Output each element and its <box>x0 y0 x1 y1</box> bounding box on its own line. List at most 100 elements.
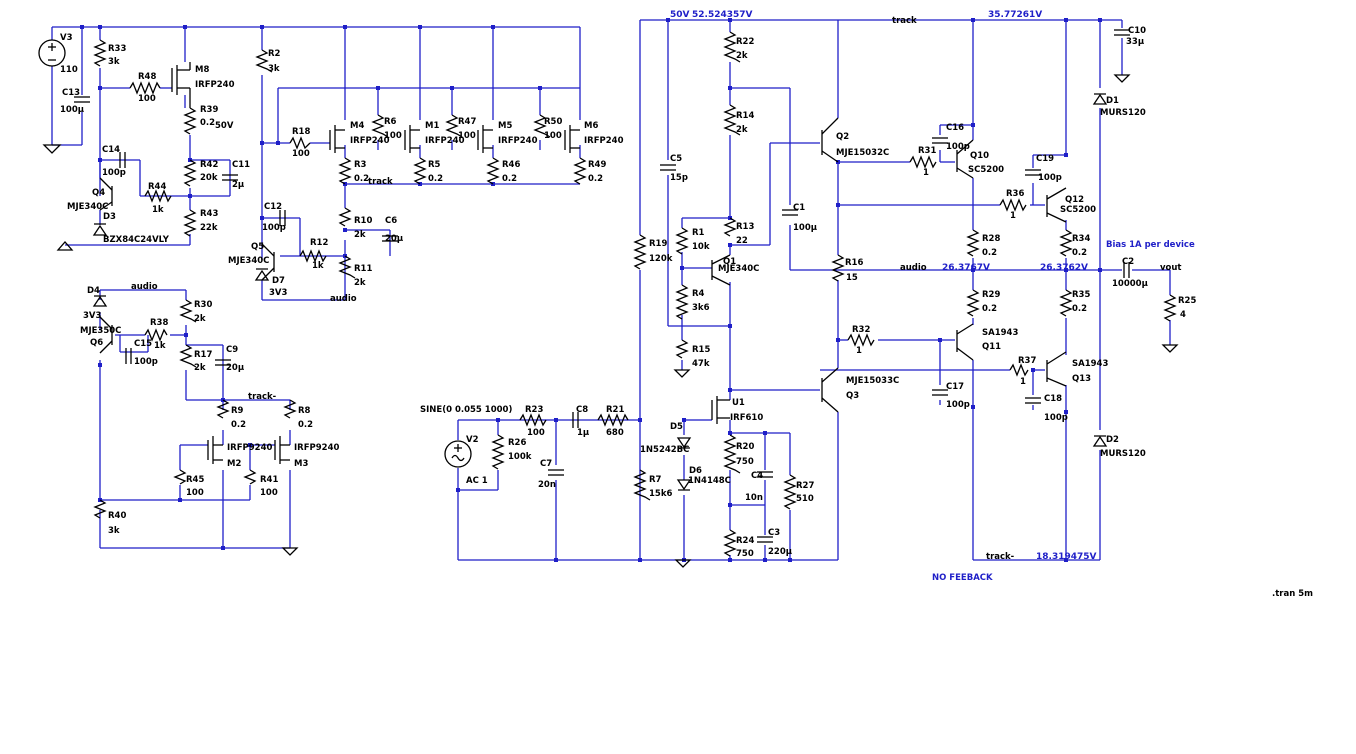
r7-value: 15k6 <box>649 489 672 499</box>
net-label-audio-d4: audio <box>131 282 158 292</box>
r48-value: 100 <box>138 94 156 104</box>
r30-ref: R30 <box>194 300 212 310</box>
c4-value: 10n <box>745 493 763 503</box>
r10-ref: R10 <box>354 216 372 226</box>
m3-ref: M3 <box>294 459 308 469</box>
d1-ref: D1 <box>1106 96 1119 106</box>
c17-value: 100p <box>946 400 970 410</box>
r39-value: 0.2 <box>200 118 215 128</box>
v3-value: 110 <box>60 65 78 75</box>
c1-ref: C1 <box>793 203 805 213</box>
c6-ref: C6 <box>385 216 397 226</box>
c4-ref: C4 <box>751 471 763 481</box>
c12-value: 100p <box>262 223 286 233</box>
r3-value: 0.2 <box>354 174 369 184</box>
q6-ref: Q6 <box>90 338 103 348</box>
r36-ref: R36 <box>1006 189 1024 199</box>
net-labels: 50V track audio audio track- track audio… <box>131 16 1182 562</box>
r17-ref: R17 <box>194 350 212 360</box>
m1-value: IRFP240 <box>425 136 465 146</box>
q11-ref: Q11 <box>982 342 1001 352</box>
d6-ref: D6 <box>689 466 702 476</box>
r24-value: 750 <box>736 549 754 559</box>
r38-value: 1k <box>154 341 166 351</box>
c5-value: 15p <box>670 173 688 183</box>
c7-value: 20n <box>538 480 556 490</box>
net-label-vout: vout <box>1160 263 1182 273</box>
d4-value: 3V3 <box>83 311 101 321</box>
component-labels: V3 110 R33 3k R48 100 M8 IRFP240 R39 0.2… <box>60 26 1196 559</box>
c9-ref: C9 <box>226 345 238 355</box>
r13-ref: R13 <box>736 222 754 232</box>
wires <box>51 19 1171 561</box>
r30-value: 2k <box>194 314 206 324</box>
r44-value: 1k <box>152 205 164 215</box>
r40-value: 3k <box>108 526 120 536</box>
probe-rail-pos-output: 35.77261V <box>988 10 1042 20</box>
component-symbols <box>38 29 1179 568</box>
r50-value: 100 <box>544 131 562 141</box>
r31-value: 1 <box>923 168 929 178</box>
q10-ref: Q10 <box>970 151 989 161</box>
m8-ref: M8 <box>195 65 209 75</box>
net-label-track-neg-bottom: track- <box>986 552 1015 562</box>
r5-ref: R5 <box>428 160 441 170</box>
m1-ref: M1 <box>425 121 439 131</box>
r8-ref: R8 <box>298 406 311 416</box>
r13-value: 22 <box>736 236 748 246</box>
r28-value: 0.2 <box>982 248 997 258</box>
r46-value: 0.2 <box>502 174 517 184</box>
net-label-audio-r11: audio <box>330 294 357 304</box>
r39-ref: R39 <box>200 105 218 115</box>
r35-ref: R35 <box>1072 290 1090 300</box>
d2-ref: D2 <box>1106 435 1119 445</box>
r29-ref: R29 <box>982 290 1000 300</box>
d5-ref: D5 <box>670 422 683 432</box>
q13-value: SA1943 <box>1072 359 1108 369</box>
r2-value: 3k <box>268 64 280 74</box>
r20-value: 750 <box>736 457 754 467</box>
probe-rail-pos-vas: 52.524357V <box>692 10 753 20</box>
r37-value: 1 <box>1020 377 1026 387</box>
r1-value: 10k <box>692 242 710 252</box>
d6-value: 1N4148C <box>688 476 731 486</box>
u1-ref: U1 <box>732 398 745 408</box>
r44-ref: R44 <box>148 182 166 192</box>
c6-value: 20µ <box>385 234 403 244</box>
c8-ref: C8 <box>576 405 588 415</box>
r36-value: 1 <box>1010 211 1016 221</box>
c7-ref: C7 <box>540 459 552 469</box>
r6-value: 100 <box>384 131 402 141</box>
probe-rail-pos-input: 50V <box>670 10 690 20</box>
c2-value: 10000µ <box>1112 279 1148 289</box>
c11-ref: C11 <box>232 160 250 170</box>
r50-ref: R50 <box>544 117 562 127</box>
m6-ref: M6 <box>584 121 598 131</box>
r46-ref: R46 <box>502 160 520 170</box>
r41-value: 100 <box>260 488 278 498</box>
r16-value: 15 <box>846 273 858 283</box>
q4-value: MJE340C <box>67 202 108 212</box>
net-label-track-neg: track- <box>248 392 277 402</box>
probe-rail-neg-output: 18.319475V <box>1036 552 1097 562</box>
r18-value: 100 <box>292 149 310 159</box>
r25-value: 4 <box>1180 310 1186 320</box>
m8-value: IRFP240 <box>195 80 235 90</box>
r14-value: 2k <box>736 125 748 135</box>
c12-ref: C12 <box>264 202 282 212</box>
c9-value: 20µ <box>226 363 244 373</box>
r21-ref: R21 <box>606 405 624 415</box>
c10-value: 33µ <box>1126 37 1144 47</box>
r25-ref: R25 <box>1178 296 1196 306</box>
r19-ref: R19 <box>649 239 667 249</box>
r38-ref: R38 <box>150 318 168 328</box>
c15-ref: C15 <box>134 339 152 349</box>
c18-value: 100p <box>1044 413 1068 423</box>
q10-value: SC5200 <box>968 165 1004 175</box>
r49-ref: R49 <box>588 160 606 170</box>
note-ac-source: AC 1 <box>466 476 488 486</box>
net-label-audio-left: audio <box>900 263 927 273</box>
r9-ref: R9 <box>231 406 244 416</box>
m6-value: IRFP240 <box>584 136 624 146</box>
r20-ref: R20 <box>736 442 754 452</box>
